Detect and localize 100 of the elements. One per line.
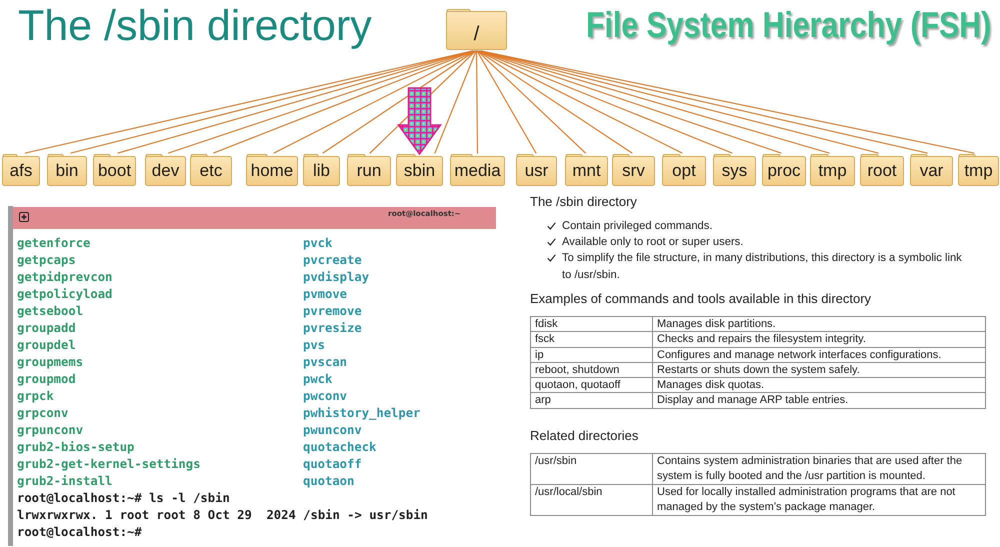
command-name: quotaoff xyxy=(303,457,362,472)
table-cell: Manages disk quotas. xyxy=(652,378,986,393)
command-name: groupdel xyxy=(17,338,76,353)
command-name: grub2-bios-setup xyxy=(17,440,134,455)
table-cell: Checks and repairs the filesystem integrity. xyxy=(652,332,986,348)
folder xyxy=(516,154,557,186)
folder-name: proc xyxy=(767,162,801,181)
command-name: pvcreate xyxy=(303,253,362,268)
bullet-text: To simplify the file structure, in many distributions, this directory is a symbolic link to /usr/sbin. xyxy=(562,251,963,282)
folder xyxy=(810,154,855,186)
folder xyxy=(347,154,391,186)
command-name: pvck xyxy=(303,236,332,251)
folder xyxy=(2,154,40,186)
folder-name: afs xyxy=(10,162,32,181)
folder xyxy=(246,154,298,186)
connector-line xyxy=(476,50,537,154)
command-name: grub2-get-kernel-settings xyxy=(17,457,200,472)
folder-name: srv xyxy=(622,162,645,181)
command-name: pwck xyxy=(303,372,332,387)
folder xyxy=(713,154,756,186)
bullet-text: Available only to root or super users. xyxy=(562,235,744,250)
command-name: pwhistory_helper xyxy=(303,406,420,421)
connector-line xyxy=(434,50,477,154)
folder xyxy=(565,154,608,186)
connector-line xyxy=(322,50,476,154)
folder-name: lib xyxy=(312,162,330,181)
command-name: grpunconv xyxy=(17,423,84,438)
folder xyxy=(190,154,232,186)
table-cell: /usr/local/sbin xyxy=(530,484,652,516)
folder-name: opt xyxy=(672,162,696,181)
folder-name: sys xyxy=(722,162,748,181)
command-name: pwconv xyxy=(303,389,348,404)
command-name: pvscan xyxy=(303,355,348,370)
table-cell: fsck xyxy=(530,332,652,348)
command-name: getpolicyload xyxy=(17,287,112,302)
connector-line xyxy=(478,50,632,154)
pointer-arrow xyxy=(397,87,442,156)
folder-name: / xyxy=(474,22,480,44)
folder-name: home xyxy=(250,162,294,181)
folder xyxy=(93,154,136,186)
command-name: grpconv xyxy=(17,406,68,421)
table-cell: /usr/sbin xyxy=(530,454,652,484)
bullet-text: Contain privileged commands. xyxy=(562,219,714,234)
section-heading: Examples of commands and tools available in this directory xyxy=(530,291,872,307)
folder xyxy=(446,9,507,50)
table-cell: quotaon, quotaoff xyxy=(530,378,652,393)
command-name: pvdisplay xyxy=(303,270,370,285)
command-name: quotacheck xyxy=(303,440,376,455)
folder-name: run xyxy=(356,162,382,181)
page-title: The /sbin directory xyxy=(18,1,372,51)
table-cell: fdisk xyxy=(530,316,652,332)
command-name: quotaon xyxy=(303,474,354,489)
folder-name: mnt xyxy=(572,162,601,181)
command-name: grub2-install xyxy=(17,474,112,489)
folder-name: var xyxy=(920,162,944,181)
folder-name: dev xyxy=(152,162,180,181)
table-cell: Used for locally installed administration programs that are not managed by the system’s package manager. xyxy=(652,484,986,516)
folder xyxy=(303,154,340,186)
table-cell: Restarts or shuts down the system safely. xyxy=(652,362,986,378)
folder xyxy=(860,154,904,186)
command-name: getenforce xyxy=(17,236,90,251)
connector-line xyxy=(478,50,682,154)
command-name: getsebool xyxy=(17,304,84,319)
table-cell: Manages disk partitions. xyxy=(652,316,986,332)
folder-name: tmp xyxy=(964,162,993,181)
folder-name: etc xyxy=(200,162,222,181)
folder xyxy=(958,154,999,186)
command-output: lrwxrwxrwx. 1 root root 8 Oct 29 2024 /sbin -> usr/sbin xyxy=(17,508,428,523)
folder-name: boot xyxy=(98,162,132,181)
connector-line xyxy=(274,50,475,154)
command-name: pwunconv xyxy=(303,423,362,438)
folder xyxy=(662,154,706,186)
folder-name: bin xyxy=(56,162,78,181)
table-cell: reboot, shutdown xyxy=(530,362,652,378)
folder-name: media xyxy=(454,162,501,181)
table-cell: ip xyxy=(530,347,652,362)
folder-name: usr xyxy=(524,162,548,181)
folder-name: root xyxy=(867,162,897,181)
table-cell: Display and manage ARP table entries. xyxy=(652,392,986,408)
command-name: groupmod xyxy=(17,372,76,387)
command-name: pvmove xyxy=(303,287,348,302)
folder xyxy=(762,154,806,186)
folder xyxy=(47,154,87,186)
command-name: groupmems xyxy=(17,355,84,370)
subtitle: File System Hierarchy (FSH) xyxy=(586,4,992,45)
folder-name: tmp xyxy=(818,162,847,181)
connector-line xyxy=(477,50,586,154)
connector-line xyxy=(476,50,478,154)
folder xyxy=(145,154,186,186)
table-cell: Contains system administration binaries that are used after the system is fully booted and the /usr partition is mounted. xyxy=(652,454,986,484)
command-name: getpcaps xyxy=(17,253,76,268)
shell-prompt: root@localhost:~# xyxy=(17,525,142,540)
connector-line xyxy=(478,50,732,154)
command-name: getpidprevcon xyxy=(17,270,112,285)
folder-name: sbin xyxy=(404,162,436,181)
command-name: pvremove xyxy=(303,304,362,319)
folder xyxy=(450,154,505,186)
folder xyxy=(910,154,953,186)
table-cell: Configures and manage network interfaces configurations. xyxy=(652,347,986,362)
table-cell: arp xyxy=(530,392,652,408)
